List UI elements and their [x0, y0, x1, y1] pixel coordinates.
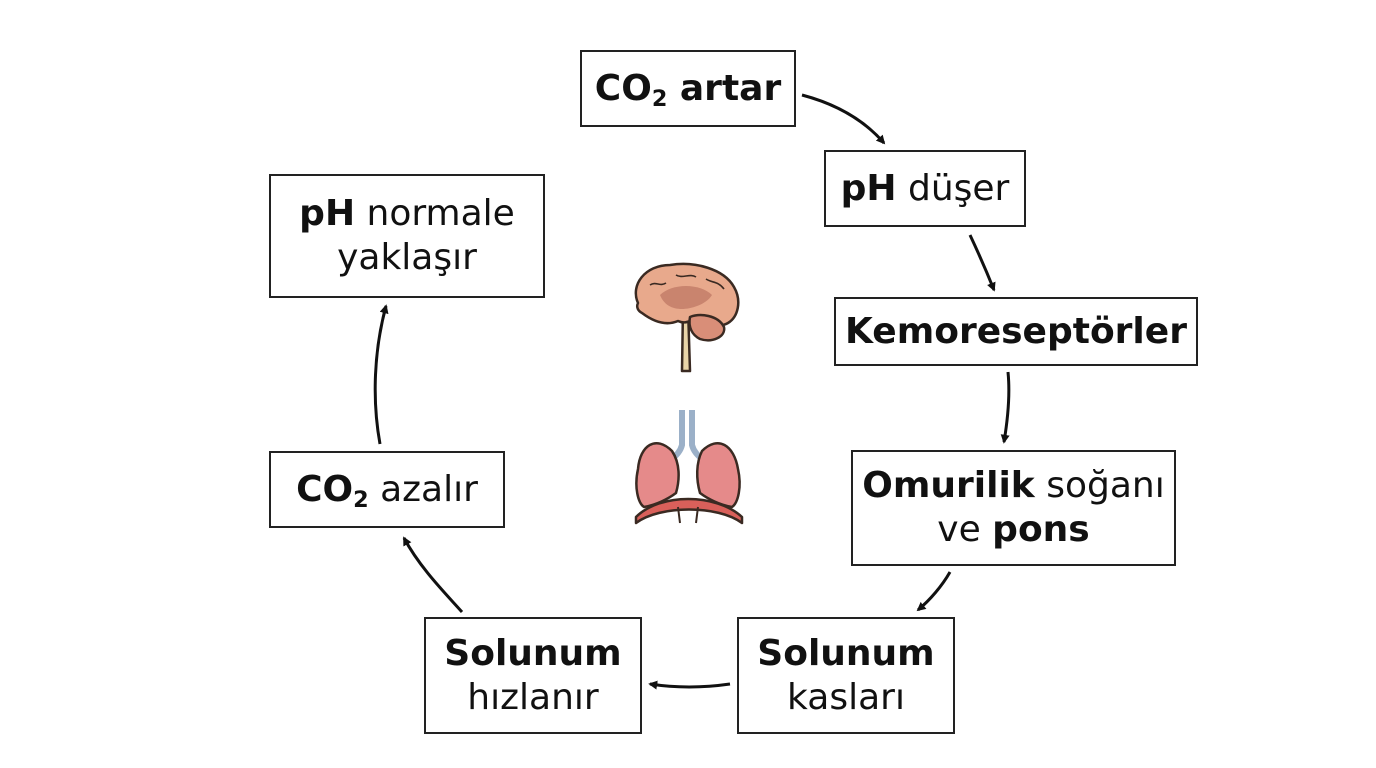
muscles-label: kasları [787, 676, 905, 718]
lungs-icon [634, 410, 744, 525]
arrow-4 [916, 571, 952, 612]
brain-icon [634, 262, 740, 373]
arrow-5 [648, 680, 731, 690]
node-ph-normal: pH normale yaklaşır [269, 174, 545, 298]
node-breathing-faster: Solunum hızlanır [424, 617, 642, 734]
breathing-label: Solunum [444, 632, 622, 674]
arrow-1 [801, 93, 886, 145]
arrow-6 [402, 536, 464, 613]
medulla-label: Omurilik [862, 465, 1035, 507]
co2-subscript: 2 [651, 85, 668, 112]
medulla-rest-label: soğanı [1034, 465, 1165, 507]
pons-label: pons [992, 509, 1090, 550]
node-co2-decreases: CO2 azalır [269, 451, 505, 528]
node-respiratory-muscles: Solunum kasları [737, 617, 955, 734]
ph-label: pH [840, 167, 897, 209]
co2-label-2: CO [296, 468, 354, 510]
ph-label-2: pH [299, 193, 356, 235]
arrow-3 [1000, 371, 1011, 444]
increases-label: artar [667, 67, 782, 109]
decreases-label: azalır [368, 468, 478, 510]
node-medulla-pons: Omurilik soğanı ve pons [851, 450, 1176, 566]
and-label: ve [937, 509, 993, 550]
arrow-7 [373, 304, 389, 445]
approaches-label: yaklaşır [337, 237, 477, 278]
arrow-2 [968, 234, 996, 292]
node-chemoreceptors: Kemoreseptörler [834, 297, 1198, 366]
co2-subscript-2: 2 [353, 486, 369, 513]
node-ph-drops: pH düşer [824, 150, 1026, 227]
chemoreceptors-label: Kemoreseptörler [845, 310, 1187, 352]
node-co2-increases: CO2 artar [580, 50, 796, 127]
organ-illustrations [634, 262, 744, 525]
drops-label: düşer [896, 167, 1010, 209]
respiratory-label: Solunum [757, 632, 935, 674]
normal-label: normale [355, 193, 515, 235]
co2-label: CO [594, 67, 652, 109]
faster-label: hızlanır [467, 676, 599, 718]
